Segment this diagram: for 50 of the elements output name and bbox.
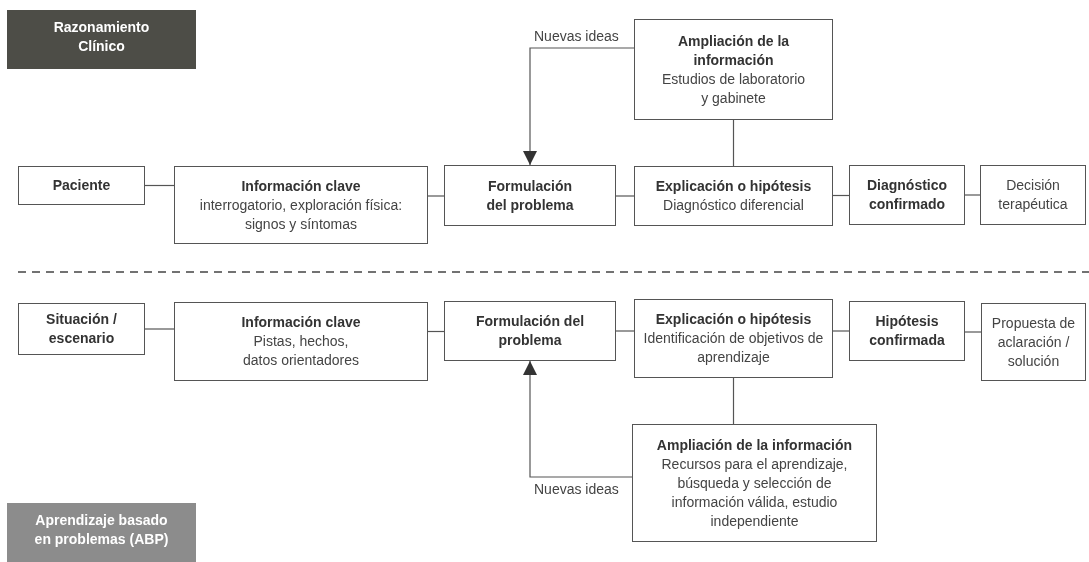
section-title-box [7, 503, 196, 562]
box-text: Pistas, hechos, datos orientadores [242, 332, 360, 370]
connector-line [144, 184, 175, 187]
process-box [634, 19, 833, 120]
box-text: Recursos para el aprendizaje, búsqueda y selección de información válida, estudio independiente [660, 454, 849, 531]
box-heading: Paciente [52, 176, 111, 195]
box-heading: Formulación del problema [485, 176, 575, 215]
box-heading: Información clave [241, 313, 361, 332]
process-box [174, 302, 428, 381]
box-heading: Información clave [241, 176, 361, 196]
connector-line [523, 360, 633, 478]
connector-line [523, 47, 635, 166]
box-heading: Explicación o hipótesis [655, 177, 812, 196]
box-text: Identificación de objetivos de aprendizaje [642, 329, 825, 367]
connector-line [615, 330, 635, 332]
process-box [18, 166, 145, 205]
process-box [634, 299, 833, 378]
connector-line [427, 195, 445, 197]
box-text: Estudios de laboratorio y gabinete [660, 69, 807, 108]
connector-line [144, 328, 175, 330]
box-heading: Explicación o hipótesis [655, 310, 812, 329]
box-text: Diagnóstico diferencial [663, 196, 804, 215]
connector-line [964, 331, 982, 333]
process-box [18, 303, 145, 355]
connector-line [732, 377, 735, 425]
box-heading: Formulación del problema [474, 312, 586, 350]
process-box [444, 301, 616, 361]
connector-line [964, 194, 981, 196]
box-heading: Decisión terapéutica [997, 176, 1069, 214]
connector-line [615, 195, 635, 197]
process-box [980, 165, 1086, 225]
box-heading: Ampliación de la información [656, 435, 853, 455]
connector-line [832, 330, 850, 332]
box-heading: Propuesta de aclaración / solución [990, 313, 1077, 371]
box-text: interrogatorio, exploración física: signos y síntomas [198, 195, 404, 234]
process-box [634, 166, 833, 226]
process-box [849, 165, 965, 225]
process-box [849, 301, 965, 361]
process-box [444, 165, 616, 226]
process-box [174, 166, 428, 244]
box-heading: Hipótesis confirmada [868, 312, 946, 350]
connector-line [732, 119, 735, 167]
process-box [632, 424, 877, 542]
box-heading: Ampliación de la información [676, 31, 791, 70]
box-heading: Situación / escenario [45, 310, 118, 348]
box-heading: Razonamiento Clínico [52, 18, 151, 56]
box-heading: Aprendizaje basado en problemas (ABP) [33, 511, 170, 549]
section-title-box [7, 10, 196, 69]
box-heading: Diagnóstico confirmado [865, 176, 949, 214]
process-box [981, 303, 1086, 381]
